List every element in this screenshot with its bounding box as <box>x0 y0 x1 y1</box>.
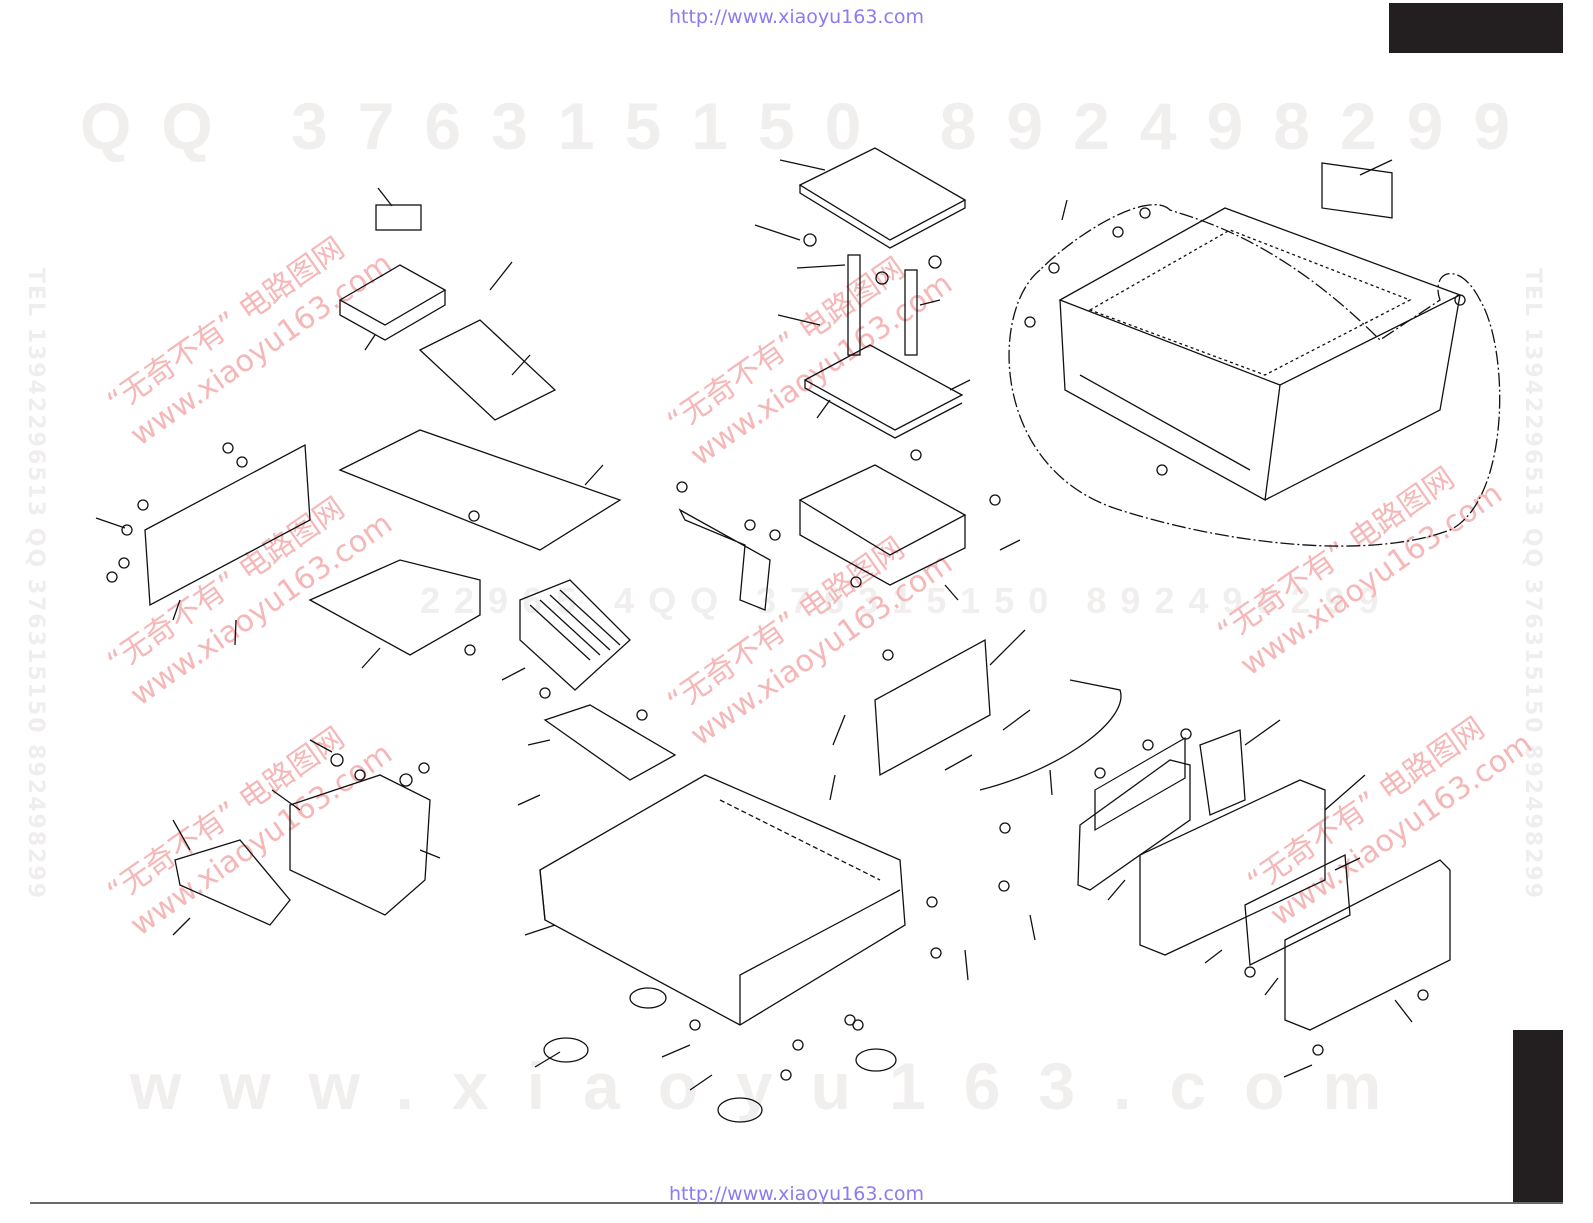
top-cover <box>1008 162 1501 547</box>
page-tab-top <box>1389 3 1563 53</box>
rear-panel-boards <box>144 204 622 656</box>
page-tab-side <box>1513 1030 1563 1202</box>
feet <box>543 987 897 1123</box>
watermark-top: QQ 376315150 892498299 <box>80 89 1541 163</box>
watermark-bottom: www.xiaoyu163.com <box>130 1049 1420 1123</box>
leader-lines <box>95 159 1413 1091</box>
heatsink-amp <box>519 508 771 781</box>
left-sub-assemblies <box>174 774 431 926</box>
screws <box>106 207 1466 1081</box>
main-chassis <box>539 774 906 1026</box>
sub-chassis-board-assembly <box>798 147 967 586</box>
header-url[interactable]: http://www.xiaoyu163.com <box>668 6 925 28</box>
watermark-middle: 22965 4QQ 376315150 892498299 <box>420 580 1393 621</box>
front-panel-assembly <box>874 638 1451 1031</box>
footer-url[interactable]: http://www.xiaoyu163.com <box>668 1183 925 1205</box>
